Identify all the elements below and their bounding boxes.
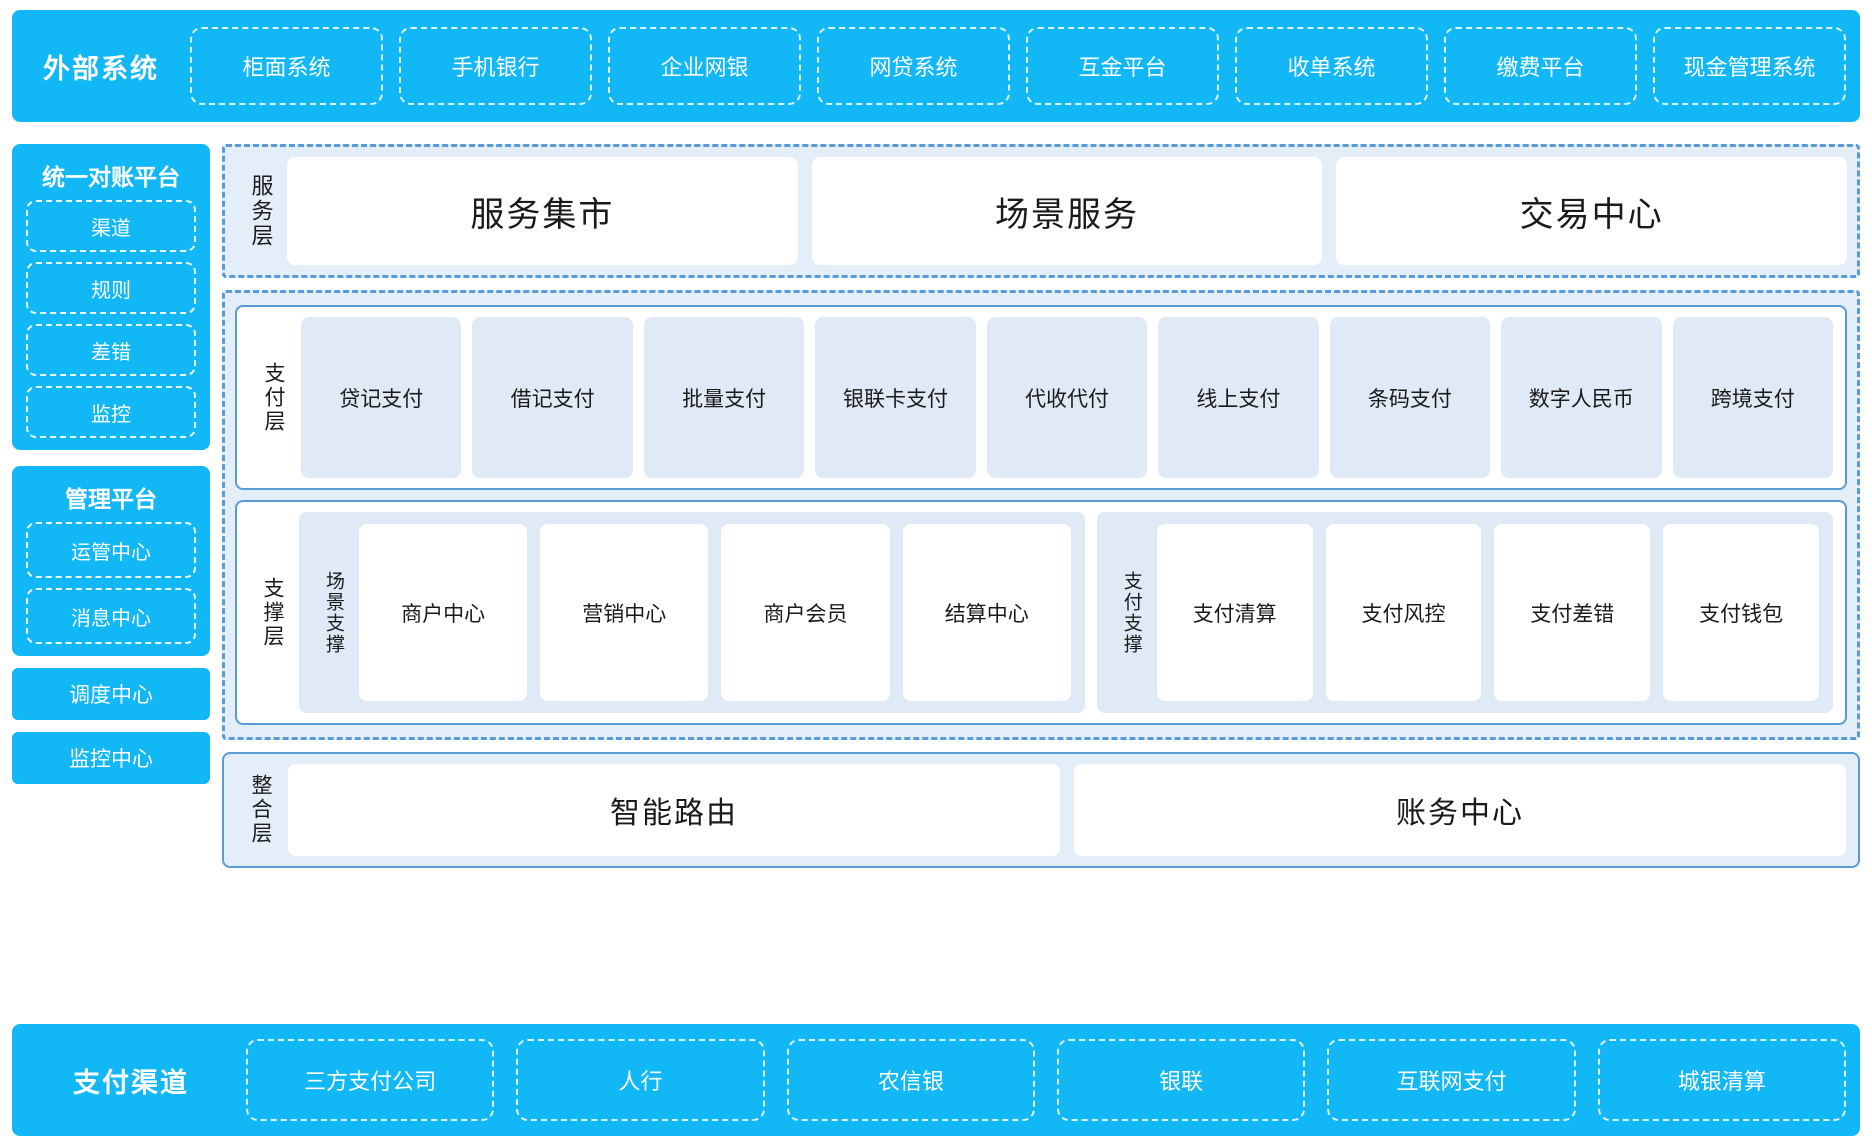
external-system-item[interactable]: 企业网银 (608, 27, 801, 105)
support-layer-label: 支撑层 (261, 576, 285, 649)
service-card-marketplace[interactable]: 服务集市 (287, 157, 798, 265)
support-tile-merchant-member[interactable]: 商户会员 (721, 524, 890, 701)
payment-channel-item[interactable]: 互联网支付 (1327, 1039, 1576, 1121)
external-system-item[interactable]: 收单系统 (1235, 27, 1428, 105)
integration-layer-cards: 智能路由 账务中心 (288, 764, 1846, 856)
external-system-item[interactable]: 互金平台 (1026, 27, 1219, 105)
payment-channels-bar: 支付渠道 三方支付公司 人行 农信银 银联 互联网支付 城银清算 (12, 1024, 1860, 1136)
sidebar-item-monitoring-center[interactable]: 监控中心 (12, 732, 210, 784)
left-sidebar: 统一对账平台 渠道 规则 差错 监控 管理平台 运管中心 消息中心 调度中心 监… (12, 144, 210, 1010)
payment-channel-item[interactable]: 农信银 (786, 1039, 1035, 1121)
sidebar-item-channel[interactable]: 渠道 (26, 200, 196, 252)
external-systems-bar: 外部系统 柜面系统 手机银行 企业网银 网贷系统 互金平台 收单系统 缴费平台 … (12, 10, 1860, 122)
payment-layer-label: 支付层 (262, 361, 286, 434)
sidebar-item-rule[interactable]: 规则 (26, 262, 196, 314)
external-systems-title: 外部系统 (43, 53, 159, 84)
payment-support-subgroup: 支付支撑 支付清算 支付风控 支付差错 支付钱包 (1096, 512, 1833, 713)
service-layer-group: 服务层 服务集市 场景服务 交易中心 (222, 144, 1860, 278)
support-tile-payment-error[interactable]: 支付差错 (1494, 524, 1651, 701)
payment-channel-item[interactable]: 城银清算 (1597, 1039, 1846, 1121)
payment-tile-unionpay-card[interactable]: 银联卡支付 (815, 317, 976, 478)
content-column: 服务层 服务集市 场景服务 交易中心 支付层 贷记支付 借记支付 批量支付 银联… (222, 144, 1860, 1010)
support-tile-payment-risk[interactable]: 支付风控 (1325, 524, 1482, 701)
payment-channel-item[interactable]: 人行 (516, 1039, 765, 1121)
scene-support-tiles: 商户中心 营销中心 商户会员 结算中心 (359, 524, 1071, 701)
integration-layer-label: 整合层 (249, 774, 273, 846)
payment-tile-batch[interactable]: 批量支付 (643, 317, 805, 478)
service-card-scenario[interactable]: 场景服务 (811, 157, 1323, 265)
external-systems-list: 柜面系统 手机银行 企业网银 网贷系统 互金平台 收单系统 缴费平台 现金管理系… (190, 27, 1846, 105)
service-layer-cards: 服务集市 场景服务 交易中心 (287, 157, 1848, 265)
sidebar-item-scheduling-center[interactable]: 调度中心 (12, 668, 210, 720)
payment-tile-digital-rmb[interactable]: 数字人民币 (1501, 317, 1662, 478)
management-platform-panel: 管理平台 运管中心 消息中心 (12, 466, 210, 656)
payment-tile-debit[interactable]: 借记支付 (472, 317, 633, 478)
service-card-transaction[interactable]: 交易中心 (1336, 157, 1848, 265)
integration-layer-card: 整合层 智能路由 账务中心 (222, 752, 1860, 868)
payment-channel-item[interactable]: 三方支付公司 (246, 1039, 495, 1121)
payment-tile-cross-border[interactable]: 跨境支付 (1672, 317, 1833, 478)
sidebar-item-monitor[interactable]: 监控 (26, 386, 196, 438)
reconcile-platform-panel: 统一对账平台 渠道 规则 差错 监控 (12, 144, 210, 450)
payment-support-label: 支付支撑 (1120, 570, 1142, 655)
sidebar-item-error[interactable]: 差错 (26, 324, 196, 376)
payment-layer-card: 支付层 贷记支付 借记支付 批量支付 银联卡支付 代收代付 线上支付 条码支付 … (235, 305, 1847, 490)
sidebar-item-ops-center[interactable]: 运管中心 (26, 522, 196, 578)
payment-layer-tiles: 贷记支付 借记支付 批量支付 银联卡支付 代收代付 线上支付 条码支付 数字人民… (301, 317, 1833, 478)
scene-support-group: 场景支撑 商户中心 营销中心 商户会员 结算中心 (299, 512, 1085, 713)
management-platform-title: 管理平台 (65, 486, 157, 512)
support-tile-merchant-center[interactable]: 商户中心 (359, 524, 528, 701)
payment-tile-barcode[interactable]: 条码支付 (1329, 317, 1491, 478)
service-layer-label: 服务层 (248, 173, 274, 249)
integration-card-smart-routing[interactable]: 智能路由 (288, 764, 1060, 856)
sidebar-item-message-center[interactable]: 消息中心 (26, 588, 196, 644)
payment-tile-online[interactable]: 线上支付 (1158, 317, 1319, 478)
payment-support-group: 支付层 贷记支付 借记支付 批量支付 银联卡支付 代收代付 线上支付 条码支付 … (222, 290, 1860, 740)
payment-tile-credit[interactable]: 贷记支付 (301, 317, 462, 478)
payment-channels-list: 三方支付公司 人行 农信银 银联 互联网支付 城银清算 (246, 1039, 1846, 1121)
payment-channel-item[interactable]: 银联 (1056, 1039, 1306, 1121)
external-system-item[interactable]: 手机银行 (399, 27, 592, 105)
middle-region: 统一对账平台 渠道 规则 差错 监控 管理平台 运管中心 消息中心 调度中心 监… (12, 144, 1860, 1010)
external-system-item[interactable]: 缴费平台 (1444, 27, 1637, 105)
support-tile-marketing-center[interactable]: 营销中心 (540, 524, 709, 701)
payment-tile-collection-payment[interactable]: 代收代付 (986, 317, 1148, 478)
external-system-item[interactable]: 网贷系统 (817, 27, 1010, 105)
external-system-item[interactable]: 现金管理系统 (1653, 27, 1846, 105)
reconcile-platform-title: 统一对账平台 (42, 164, 180, 190)
payment-support-tiles: 支付清算 支付风控 支付差错 支付钱包 (1156, 524, 1820, 701)
support-layer-card: 支撑层 场景支撑 商户中心 营销中心 商户会员 结算中心 (235, 500, 1847, 725)
support-tile-payment-clearing[interactable]: 支付清算 (1156, 524, 1313, 701)
integration-card-accounting[interactable]: 账务中心 (1074, 764, 1846, 856)
support-layer-groups: 场景支撑 商户中心 营销中心 商户会员 结算中心 支付支撑 支付清算 (299, 512, 1833, 713)
payment-channels-title: 支付渠道 (73, 1067, 189, 1098)
scene-support-label: 场景支撑 (322, 570, 344, 655)
support-tile-settlement-center[interactable]: 结算中心 (902, 524, 1071, 701)
external-system-item[interactable]: 柜面系统 (190, 27, 383, 105)
support-tile-payment-wallet[interactable]: 支付钱包 (1663, 524, 1820, 701)
